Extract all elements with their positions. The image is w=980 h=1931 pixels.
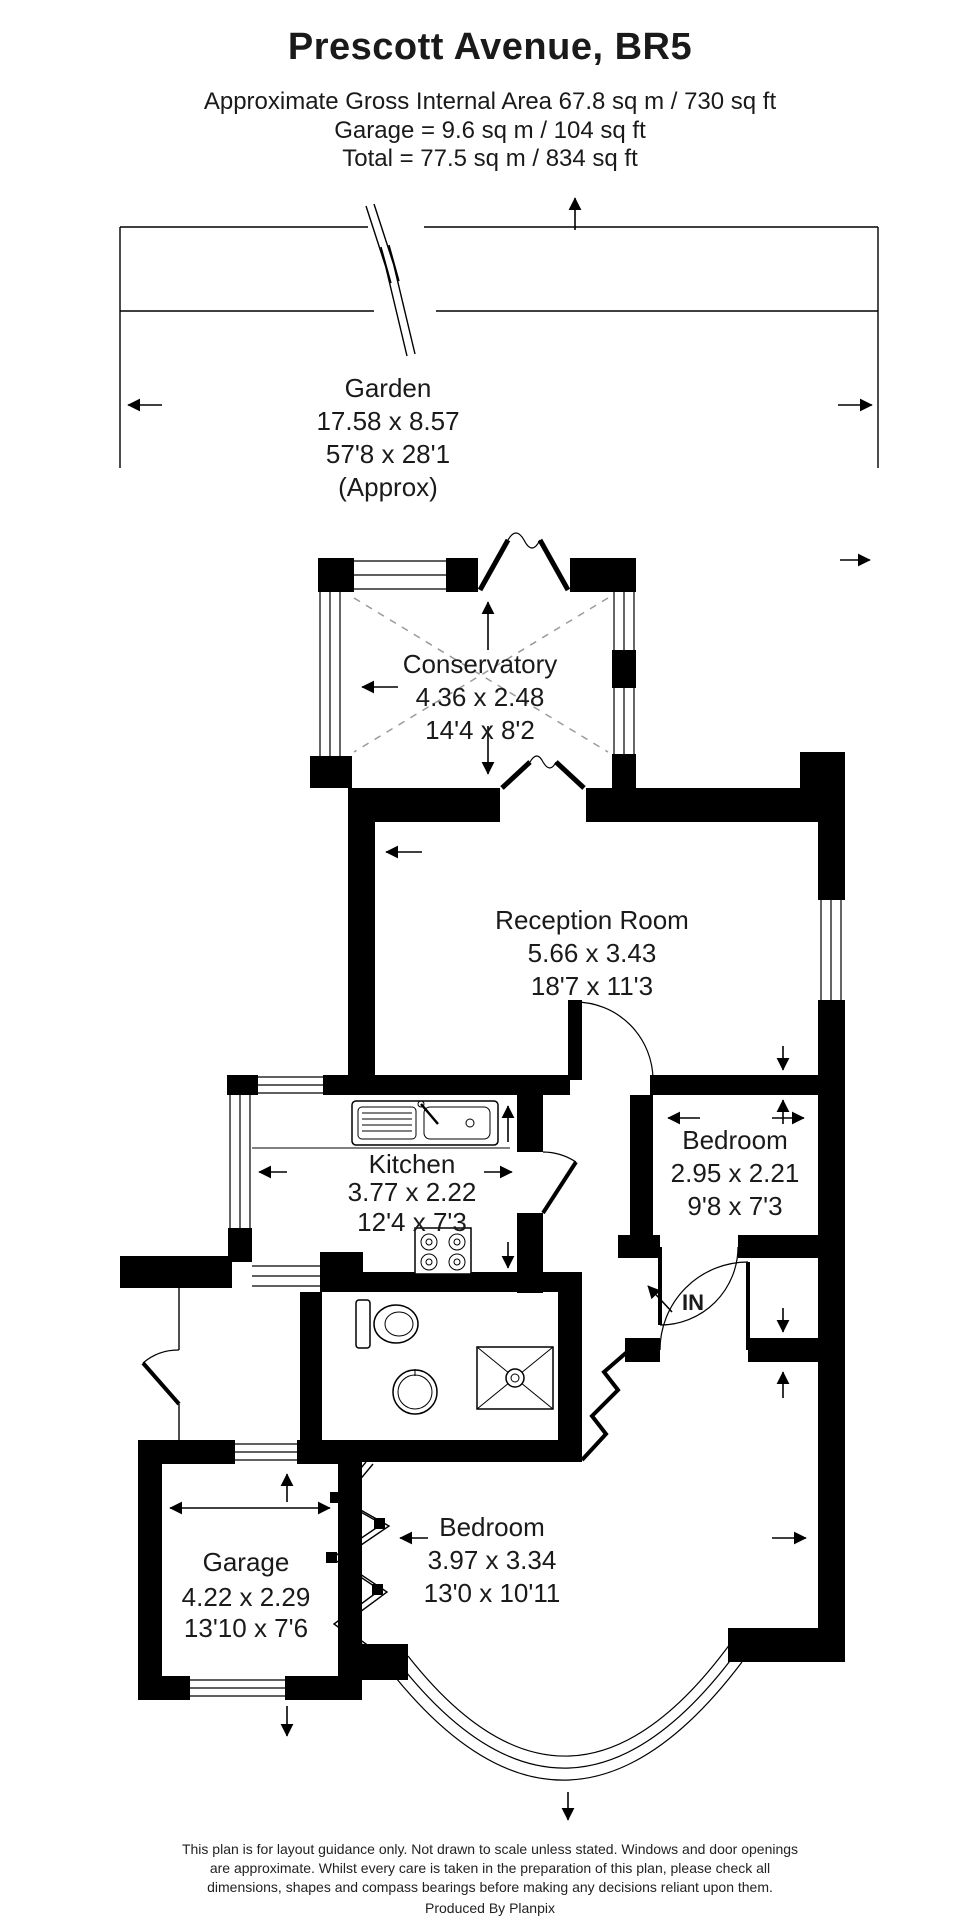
room-bedroom2: Bedroom 3.97 x 3.34 13'0 x 10'11 bbox=[326, 1362, 845, 1821]
reception-imperial: 18'7 x 11'3 bbox=[531, 971, 653, 1001]
bedroom1-metric: 2.95 x 2.21 bbox=[671, 1158, 800, 1188]
room-reception: Reception Room 5.66 x 3.43 18'7 x 11'3 bbox=[348, 752, 845, 1095]
garage-metric: 4.22 x 2.29 bbox=[182, 1582, 311, 1612]
window bbox=[820, 900, 842, 1000]
window bbox=[258, 1076, 323, 1094]
french-door bbox=[500, 755, 586, 790]
total-area: Total = 77.5 sq m / 834 sq ft bbox=[342, 145, 638, 172]
kitchen-metric: 3.77 x 2.22 bbox=[348, 1177, 477, 1207]
door-arc bbox=[541, 1151, 578, 1215]
garden-metric: 17.58 x 8.57 bbox=[316, 406, 459, 436]
stepped-wall bbox=[326, 1461, 391, 1653]
room-bathroom bbox=[120, 1256, 582, 1462]
disclaimer-line-3: dimensions, shapes and compass bearings … bbox=[207, 1879, 773, 1895]
window bbox=[319, 592, 341, 756]
front-door bbox=[659, 1261, 750, 1351]
producer-credit: Produced By Planpix bbox=[425, 1900, 555, 1916]
garden-imperial: 57'8 x 28'1 bbox=[326, 439, 450, 469]
bedroom1-label: Bedroom bbox=[682, 1125, 788, 1155]
conservatory-imperial: 14'4 x 8'2 bbox=[425, 715, 535, 745]
bedroom2-imperial: 13'0 x 10'11 bbox=[424, 1578, 561, 1608]
garden-note: (Approx) bbox=[338, 472, 438, 502]
side-passage bbox=[141, 1288, 181, 1440]
room-garden: Garden 17.58 x 8.57 57'8 x 28'1 (Approx) bbox=[119, 197, 879, 567]
toilet bbox=[355, 1299, 419, 1349]
window bbox=[252, 1265, 320, 1287]
door-arc bbox=[141, 1349, 181, 1406]
kitchen-imperial: 12'4 x 7'3 bbox=[357, 1207, 467, 1237]
disclaimer-line-1: This plan is for layout guidance only. N… bbox=[181, 1841, 799, 1857]
gross-internal-area: Approximate Gross Internal Area 67.8 sq … bbox=[203, 88, 777, 115]
window bbox=[190, 1679, 285, 1697]
wash-basin bbox=[392, 1369, 438, 1415]
stepped-wall bbox=[580, 1350, 629, 1462]
french-door bbox=[477, 532, 571, 592]
window bbox=[229, 1095, 251, 1228]
garden-label: Garden bbox=[345, 373, 432, 403]
conservatory-label: Conservatory bbox=[403, 649, 558, 679]
room-conservatory: Conservatory 4.36 x 2.48 14'4 x 8'2 bbox=[310, 532, 636, 788]
disclaimer-line-2: are approximate. Whilst every care is ta… bbox=[209, 1860, 771, 1876]
entrance-porch: IN bbox=[580, 1261, 818, 1462]
in-arrow-icon bbox=[647, 1285, 673, 1313]
window bbox=[235, 1443, 297, 1461]
room-garage: Garage 4.22 x 2.29 13'10 x 7'6 bbox=[138, 1440, 362, 1737]
entrance-label: IN bbox=[682, 1290, 704, 1315]
kitchen-label: Kitchen bbox=[369, 1149, 456, 1179]
garage-label: Garage bbox=[203, 1547, 290, 1577]
kitchen-sink bbox=[252, 1100, 510, 1149]
reception-metric: 5.66 x 3.43 bbox=[528, 938, 657, 968]
garage-imperial: 13'10 x 7'6 bbox=[184, 1613, 308, 1643]
hob bbox=[414, 1227, 472, 1275]
bay-window bbox=[395, 1643, 743, 1781]
bedroom2-label: Bedroom bbox=[439, 1512, 545, 1542]
window bbox=[613, 592, 635, 754]
shower-tray bbox=[476, 1346, 554, 1410]
room-bedroom1: Bedroom 2.95 x 2.21 9'8 x 7'3 bbox=[618, 1095, 845, 1362]
page-title: Prescott Avenue, BR5 bbox=[287, 26, 693, 68]
bedroom1-imperial: 9'8 x 7'3 bbox=[687, 1191, 782, 1221]
door-arc bbox=[568, 1000, 654, 1081]
window bbox=[354, 560, 446, 590]
reception-label: Reception Room bbox=[495, 905, 689, 935]
break-line-icon bbox=[365, 205, 408, 357]
conservatory-metric: 4.36 x 2.48 bbox=[416, 682, 545, 712]
bedroom2-metric: 3.97 x 3.34 bbox=[428, 1545, 557, 1575]
room-kitchen: Kitchen 3.77 x 2.22 12'4 x 7'3 bbox=[227, 1075, 582, 1293]
garage-area: Garage = 9.6 sq m / 104 sq ft bbox=[334, 117, 646, 144]
